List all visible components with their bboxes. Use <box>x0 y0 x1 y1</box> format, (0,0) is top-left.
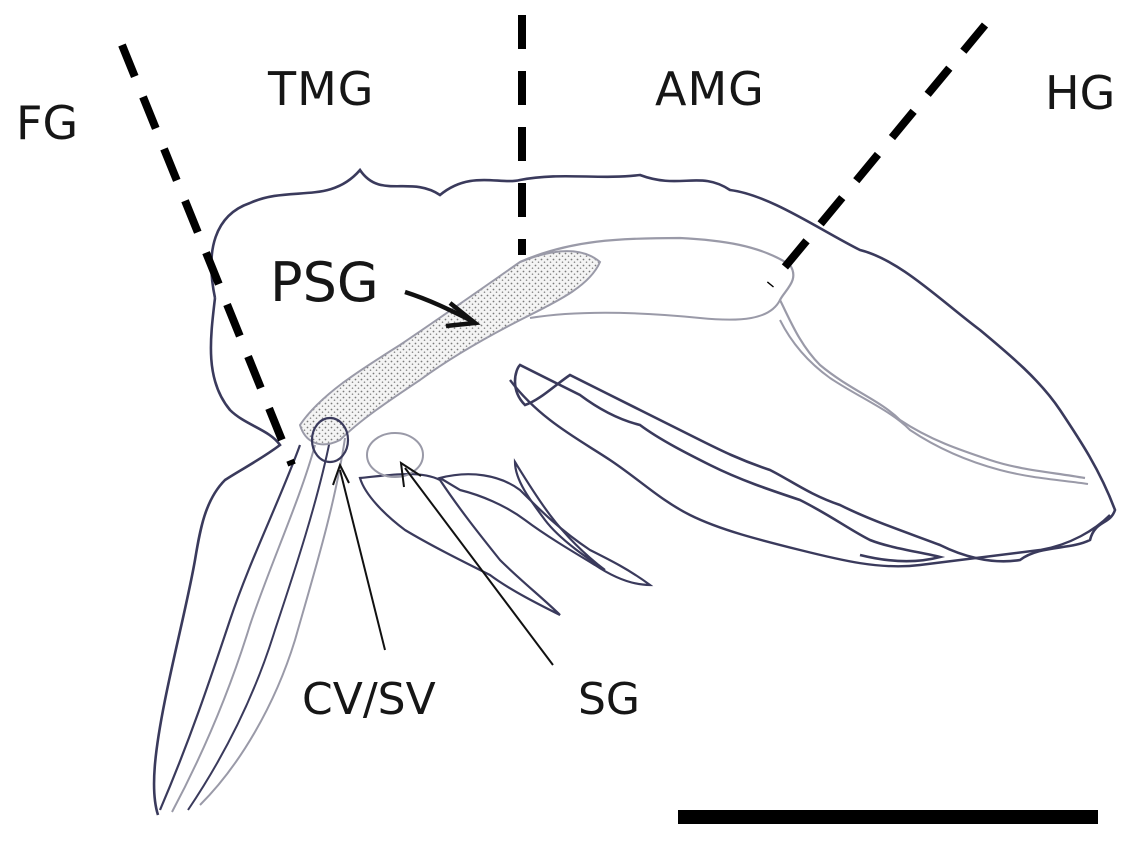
label-tmg: TMG <box>268 66 374 112</box>
lower-lobe-2 <box>440 474 650 585</box>
foregut-tube-c <box>188 440 330 810</box>
divider-amg-hg <box>770 25 985 285</box>
cvsv-pointer <box>340 470 385 650</box>
lower-lobe-1 <box>360 474 560 615</box>
label-fg: FG <box>16 100 78 146</box>
label-cv-sv: CV/SV <box>302 678 436 722</box>
label-hg: HG <box>1045 70 1115 116</box>
foregut-tube-b <box>172 445 315 812</box>
scale-bar <box>678 810 1098 824</box>
foregut-tube-d <box>200 438 345 805</box>
label-amg: AMG <box>655 66 765 112</box>
label-psg: PSG <box>270 256 379 310</box>
silk-gland-bulb <box>367 433 423 477</box>
divider-fg-tmg <box>122 45 292 465</box>
body-outline-upper <box>154 298 280 815</box>
midgut-tube <box>520 238 1085 478</box>
midgut-tube-lower <box>530 300 1088 484</box>
body-outline <box>211 170 1115 561</box>
lower-lobe-3 <box>515 462 605 570</box>
label-sg: SG <box>578 678 640 722</box>
sg-pointer <box>405 468 553 665</box>
